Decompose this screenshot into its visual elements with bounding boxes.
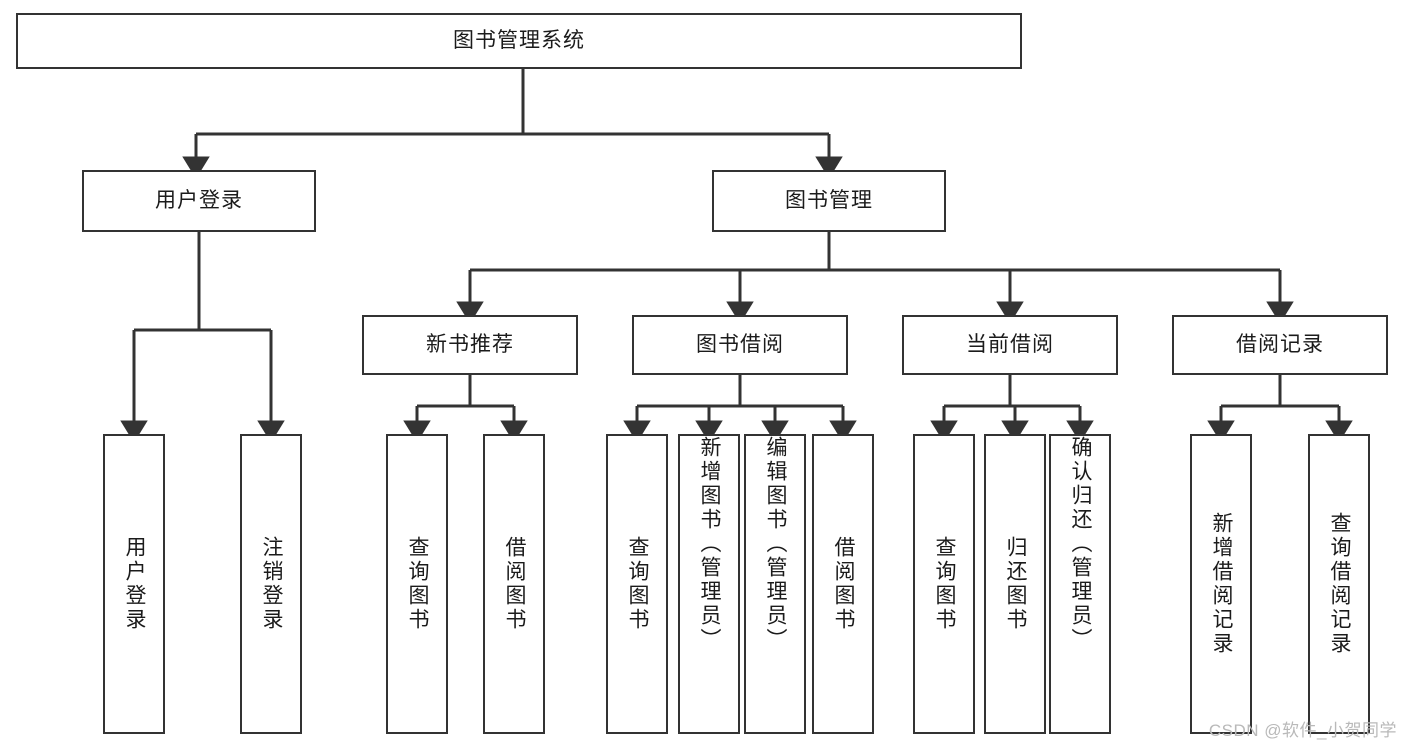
node-borrow-records[interactable]: 借阅记录 (1172, 315, 1388, 375)
node-book-management[interactable]: 图书管理 (712, 170, 946, 232)
leaf-borrow-book-new[interactable]: 借阅图书 (483, 434, 545, 734)
node-root-label: 图书管理系统 (453, 28, 585, 52)
node-new-book-recommend[interactable]: 新书推荐 (362, 315, 578, 375)
leaf-confirm-return-admin-label: 确认归还（管理员） (1069, 436, 1093, 652)
leaf-query-borrow-record-label: 查询借阅记录 (1328, 512, 1352, 656)
leaf-add-borrow-record[interactable]: 新增借阅记录 (1190, 434, 1252, 734)
leaf-borrow-book[interactable]: 借阅图书 (812, 434, 874, 734)
leaf-return-book-label: 归还图书 (1004, 536, 1028, 632)
leaf-query-book-new-label: 查询图书 (406, 536, 430, 632)
leaf-confirm-return-admin[interactable]: 确认归还（管理员） (1049, 434, 1111, 734)
csdn-watermark: CSDN @软件_小贺同学 (1208, 721, 1397, 740)
leaf-query-book-current-label: 查询图书 (933, 536, 957, 632)
node-new-book-recommend-label: 新书推荐 (426, 332, 514, 356)
leaf-query-book-borrow-label: 查询图书 (626, 536, 650, 632)
node-root[interactable]: 图书管理系统 (16, 13, 1022, 69)
node-borrow-records-label: 借阅记录 (1236, 332, 1324, 356)
leaf-logout[interactable]: 注销登录 (240, 434, 302, 734)
leaf-query-book-new[interactable]: 查询图书 (386, 434, 448, 734)
leaf-edit-book-admin[interactable]: 编辑图书（管理员） (744, 434, 806, 734)
leaf-edit-book-admin-label: 编辑图书（管理员） (764, 436, 788, 652)
node-current-borrow[interactable]: 当前借阅 (902, 315, 1118, 375)
leaf-user-login-label: 用户登录 (123, 536, 147, 632)
leaf-add-book-admin[interactable]: 新增图书（管理员） (678, 434, 740, 734)
node-user-login-label: 用户登录 (155, 188, 243, 212)
leaf-user-login[interactable]: 用户登录 (103, 434, 165, 734)
leaf-borrow-book-label: 借阅图书 (832, 536, 856, 632)
leaf-query-book-current[interactable]: 查询图书 (913, 434, 975, 734)
leaf-query-book-borrow[interactable]: 查询图书 (606, 434, 668, 734)
node-book-borrow-label: 图书借阅 (696, 332, 784, 356)
leaf-borrow-book-new-label: 借阅图书 (503, 536, 527, 632)
leaf-add-borrow-record-label: 新增借阅记录 (1210, 512, 1234, 656)
node-book-management-label: 图书管理 (785, 188, 873, 212)
leaf-add-book-admin-label: 新增图书（管理员） (698, 436, 722, 652)
node-book-borrow[interactable]: 图书借阅 (632, 315, 848, 375)
leaf-return-book[interactable]: 归还图书 (984, 434, 1046, 734)
node-current-borrow-label: 当前借阅 (966, 332, 1054, 356)
leaf-query-borrow-record[interactable]: 查询借阅记录 (1308, 434, 1370, 734)
node-user-login[interactable]: 用户登录 (82, 170, 316, 232)
leaf-logout-label: 注销登录 (260, 536, 284, 632)
